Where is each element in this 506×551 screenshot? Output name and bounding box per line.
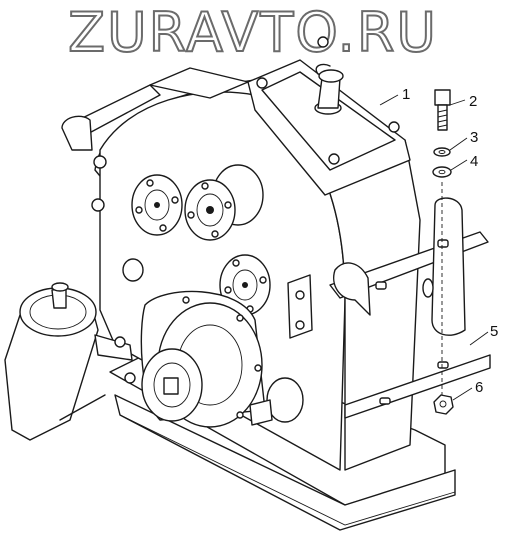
output-bearing-housing [140, 290, 304, 428]
lock-washer-part-3 [433, 147, 451, 157]
top-bolt-icon [317, 36, 329, 48]
side-bracket [287, 274, 313, 339]
callout-2: 2 [469, 93, 477, 110]
washer-part-4 [432, 166, 452, 178]
callout-5: 5 [490, 323, 498, 340]
callout-6: 6 [475, 379, 483, 396]
callout-3: 3 [470, 129, 478, 146]
watermark-text: ZURAVTO.RU [67, 1, 438, 65]
shaft-flange-upper-center [184, 164, 264, 241]
inspection-plug [122, 258, 144, 282]
callout-1: 1 [402, 86, 410, 103]
bolt-part-2 [434, 89, 451, 131]
leader-lines [379, 94, 489, 401]
nut-part-6 [433, 394, 454, 415]
mounting-plate-upper [329, 197, 489, 336]
oil-filter [4, 282, 136, 441]
shaft-flange-upper-left [131, 174, 183, 236]
callout-4: 4 [470, 153, 478, 170]
